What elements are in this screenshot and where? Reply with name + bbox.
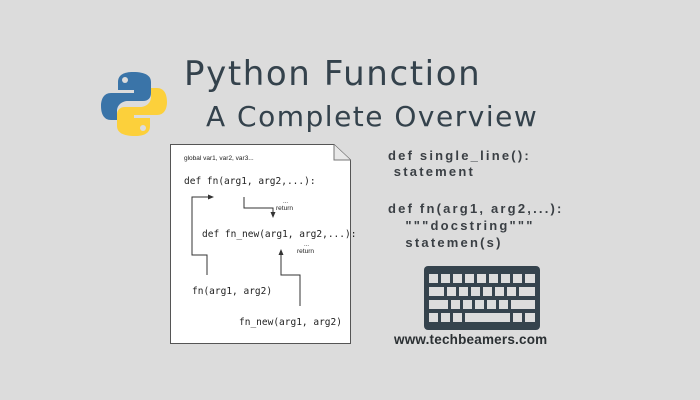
single-line-body: statement bbox=[388, 164, 476, 179]
global-vars-line: global var1, var2, var3... bbox=[184, 155, 254, 162]
fn-def: def fn(arg1, arg2,...): bbox=[388, 201, 564, 216]
function-flow-document: global var1, var2, var3... def fn(arg1, … bbox=[170, 144, 356, 344]
keyboard-icon bbox=[424, 266, 540, 330]
call-fn-line: fn(arg1, arg2) bbox=[192, 286, 273, 297]
fn-docstring: """docstring""" bbox=[388, 218, 535, 233]
call-fn-new-line: fn_new(arg1, arg2) bbox=[239, 317, 342, 328]
return-label-2: return bbox=[297, 248, 314, 255]
ellipsis-1: ... bbox=[283, 199, 289, 205]
def-fn-line: def fn(arg1, arg2,...): bbox=[184, 176, 316, 187]
page-subtitle: A Complete Overview bbox=[206, 100, 539, 133]
fn-body: statemen(s) bbox=[388, 235, 503, 250]
page-title: Python Function bbox=[184, 54, 482, 94]
return-label-1: return bbox=[276, 205, 293, 212]
ellipsis-2: ... bbox=[304, 242, 310, 248]
def-fn-new-line: def fn_new(arg1, arg2,...): bbox=[202, 229, 357, 240]
website-link[interactable]: www.techbeamers.com bbox=[394, 332, 548, 347]
single-line-def: def single_line(): bbox=[388, 148, 531, 163]
python-logo-icon bbox=[100, 70, 168, 138]
